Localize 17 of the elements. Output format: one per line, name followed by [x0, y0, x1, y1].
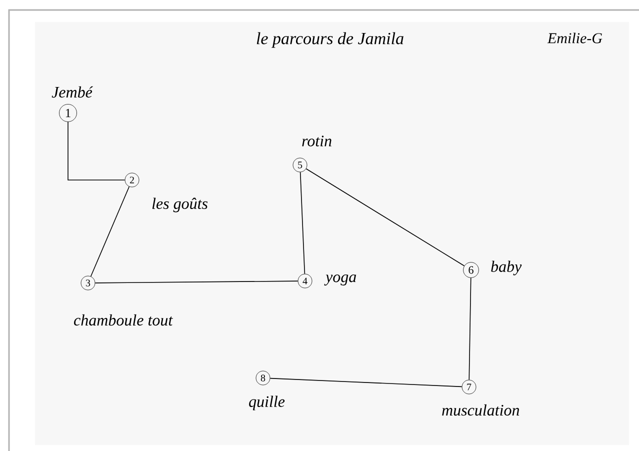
path-line [90, 186, 130, 277]
stop-label: yoga [324, 274, 356, 286]
path-line [300, 172, 306, 274]
stop-label: les goûts [152, 198, 208, 212]
stop-label: musculation [442, 404, 520, 416]
stop-label: chamboule tout [74, 314, 173, 326]
path-line [94, 280, 298, 284]
author-name: Emilie-G [547, 32, 602, 44]
path-line [68, 122, 126, 180]
title: le parcours de Jamila [256, 32, 404, 48]
stop-label: baby [491, 260, 522, 276]
stop-label: rotin [302, 136, 332, 146]
path-line [306, 168, 465, 266]
stop-label: quille [249, 396, 285, 410]
path-line [468, 278, 472, 380]
stop-label: Jembé [52, 86, 94, 98]
path-line [270, 378, 462, 388]
